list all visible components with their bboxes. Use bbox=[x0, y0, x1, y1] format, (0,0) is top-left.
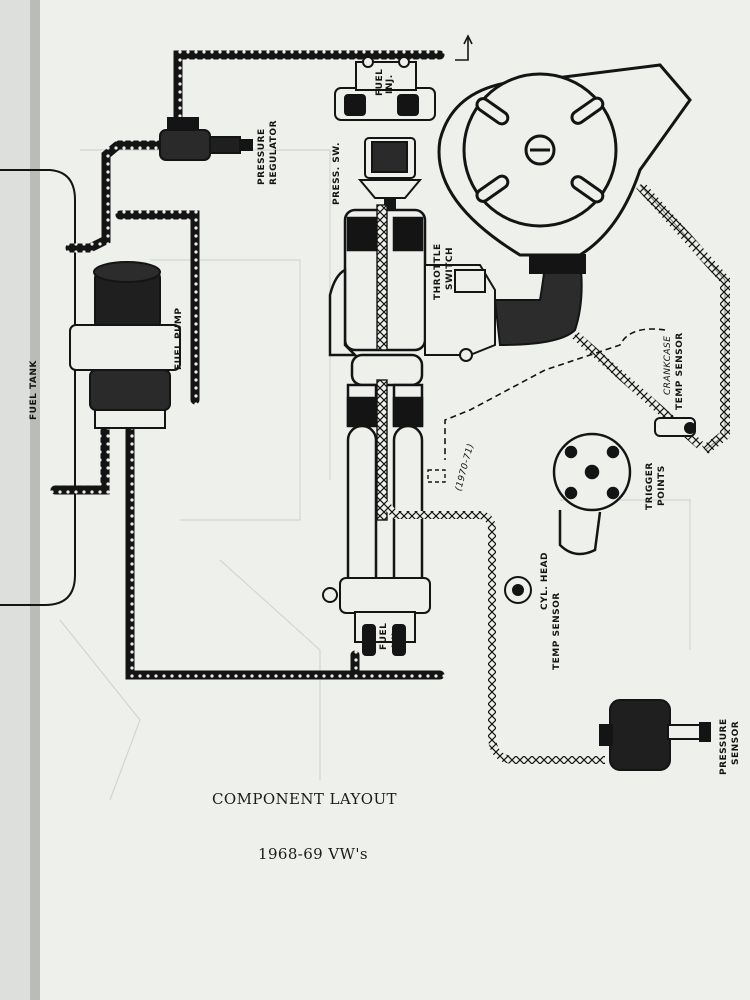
pressure-regulator bbox=[159, 117, 253, 161]
trigger-points bbox=[552, 432, 632, 556]
label-throttle-switch-line2: SWITCH bbox=[445, 246, 455, 290]
fuel-line-top bbox=[173, 50, 445, 145]
throttle-linkage bbox=[376, 204, 388, 521]
label-cyl-head-line2: TEMP SENSOR bbox=[552, 592, 562, 670]
wire-harness bbox=[378, 497, 605, 764]
crankcase-temp-sensor bbox=[654, 417, 696, 437]
label-trigger-line1: TRIGGER bbox=[645, 462, 655, 510]
label-fuel-inj-bottom-line1: FUEL bbox=[379, 622, 389, 650]
fuel-line-tank-bottom bbox=[50, 425, 110, 495]
label-pressure-sensor-line1: PRESSURE bbox=[719, 718, 729, 775]
fuel-line-regulator bbox=[65, 140, 165, 253]
label-fuel-inj-bottom-line2: INJ. bbox=[391, 628, 401, 648]
label-pressure-regulator-line1: PRESSURE bbox=[257, 128, 267, 185]
arrow-top bbox=[455, 38, 469, 61]
label-fuel-inj-top-line2: INJ. bbox=[385, 74, 395, 94]
dashed-sensor-box bbox=[427, 469, 446, 483]
fuel-lines bbox=[50, 50, 445, 680]
label-crankcase-line2: TEMP SENSOR bbox=[675, 332, 685, 410]
page-edge bbox=[30, 0, 40, 1000]
diagram-title: COMPONENT LAYOUT bbox=[212, 790, 397, 808]
label-cyl-head-line1: CYL. HEAD bbox=[540, 551, 550, 610]
fuel-line-bottom bbox=[125, 425, 360, 680]
fuel-line-pump-return bbox=[155, 210, 200, 405]
label-pressure-regulator-line2: REGULATOR bbox=[269, 120, 279, 185]
dashed-wire bbox=[444, 328, 666, 460]
label-throttle-switch-line1: THROTTLE bbox=[433, 243, 443, 300]
intake-manifold bbox=[328, 208, 427, 608]
air-cleaner bbox=[437, 63, 692, 257]
label-press-sw: PRESS. SW. bbox=[332, 142, 342, 205]
label-trigger-line2: POINTS bbox=[657, 465, 667, 506]
throttle-body bbox=[424, 264, 496, 362]
label-crankcase-line1: CRANKCASE bbox=[663, 335, 673, 395]
label-fuel-inj-top-line1: FUEL bbox=[375, 68, 385, 96]
cyl-head-temp-sensor bbox=[504, 576, 532, 604]
fuel-injector-top bbox=[334, 56, 436, 121]
pressure-sensor bbox=[599, 699, 711, 771]
diagram-subtitle: 1968-69 VW's bbox=[258, 845, 368, 863]
label-fuel-pump: FUEL PUMP bbox=[174, 307, 184, 370]
label-pressure-sensor-line2: SENSOR bbox=[731, 720, 741, 765]
fuel-pump bbox=[69, 261, 181, 429]
air-cleaner-ribs bbox=[475, 96, 605, 204]
label-fuel-tank: FUEL TANK bbox=[29, 360, 39, 420]
fuel-tank bbox=[0, 169, 76, 606]
fuel-injector-bottom bbox=[322, 577, 431, 656]
